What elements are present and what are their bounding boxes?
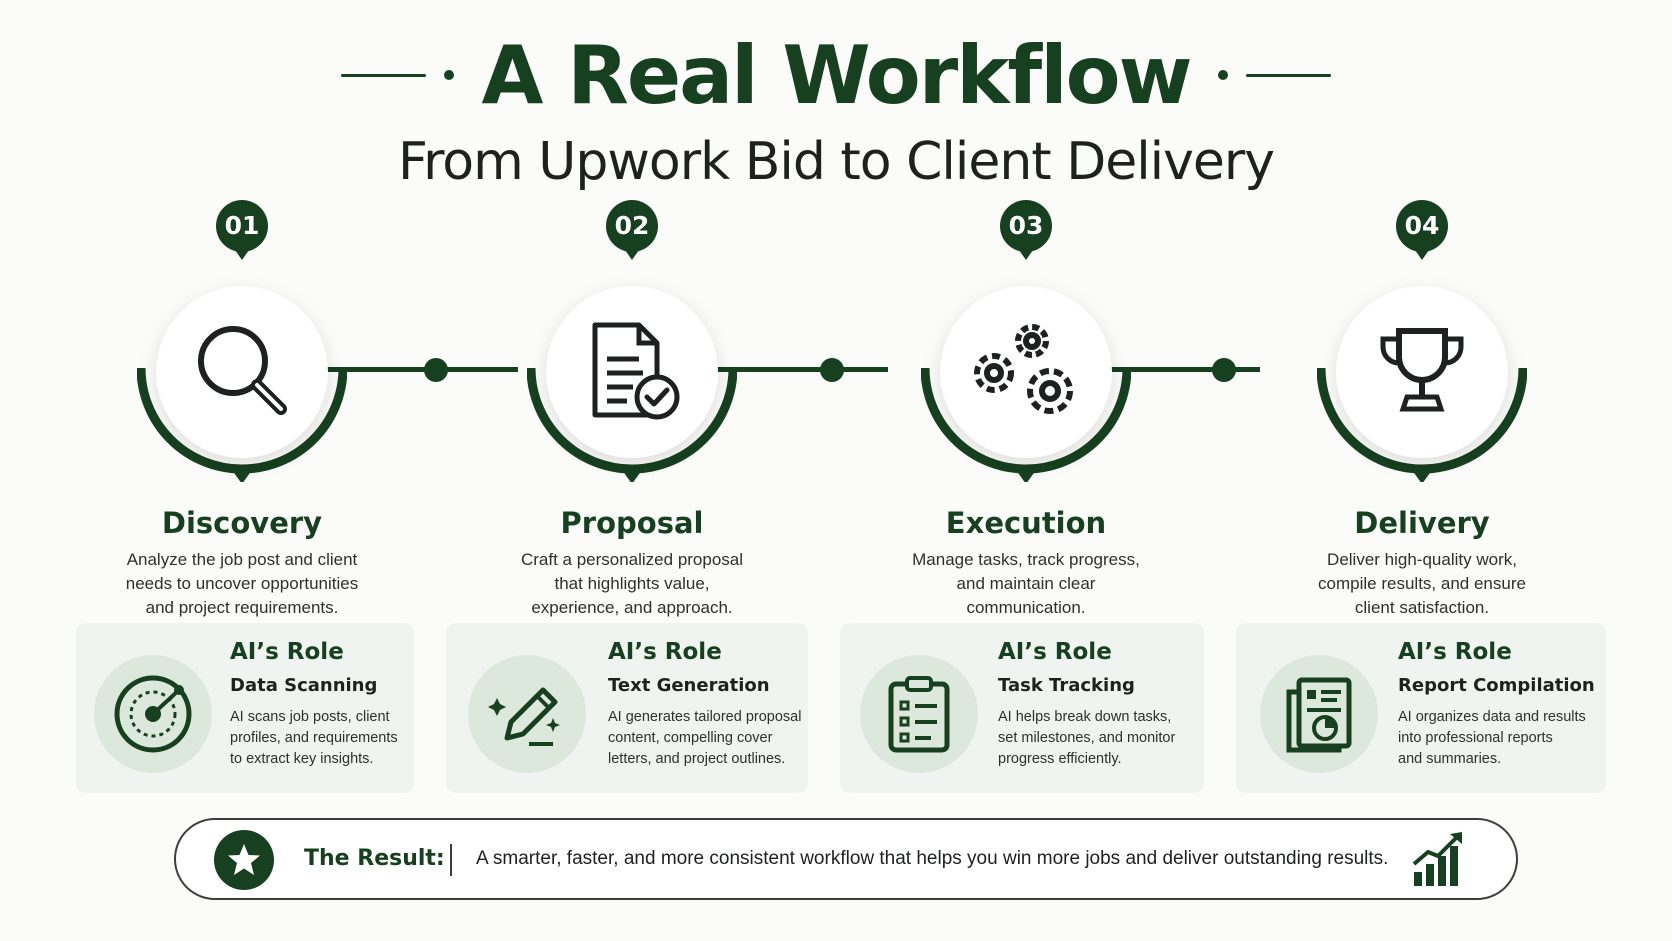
ai-role-card-data-scanning: AI’s Role Data Scanning AI scans job pos… bbox=[76, 623, 414, 793]
ai-role-card-text-generation: AI’s Role Text Generation AI generates t… bbox=[446, 623, 808, 793]
role-icon-circle bbox=[94, 655, 212, 773]
header: A Real Workflow From Upwork Bid to Clien… bbox=[0, 20, 1672, 192]
result-text: A smarter, faster, and more consistent w… bbox=[476, 848, 1389, 869]
step-number: 02 bbox=[606, 200, 658, 252]
step-description: Manage tasks, track progress, and mainta… bbox=[912, 550, 1140, 617]
step-execution: 03 Execution Manage tasks, track progres… bbox=[856, 200, 1196, 620]
gears-icon bbox=[974, 324, 1073, 414]
trophy-icon bbox=[1380, 328, 1464, 412]
workflow-diagram: 01 Discovery Analyze the job post and cl… bbox=[0, 200, 1672, 620]
connector-line bbox=[688, 367, 888, 372]
title-decoration-left bbox=[340, 70, 454, 80]
step-icon-circle bbox=[940, 286, 1112, 458]
connector-dot bbox=[424, 358, 448, 382]
title-decoration-right bbox=[1218, 70, 1332, 80]
growth-chart-icon bbox=[1412, 832, 1462, 886]
role-icon-circle bbox=[468, 655, 586, 773]
step-description: Craft a personalized proposal that highl… bbox=[520, 550, 744, 617]
radar-scan-icon bbox=[114, 675, 192, 753]
step-title: Execution bbox=[945, 506, 1107, 540]
ai-role-card-report-compilation: AI’s Role Report Compilation AI organize… bbox=[1236, 623, 1606, 793]
step-icon-circle bbox=[156, 286, 328, 458]
role-name: Report Compilation bbox=[1398, 675, 1595, 696]
role-description: AI scans job posts, client profiles, and… bbox=[230, 709, 398, 767]
ring-arc bbox=[1317, 367, 1527, 482]
step-description: Analyze the job post and client needs to… bbox=[125, 550, 359, 617]
document-check-icon bbox=[592, 322, 680, 420]
role-name: Text Generation bbox=[608, 675, 770, 696]
step-title: Discovery bbox=[161, 506, 323, 540]
connector-dot bbox=[820, 358, 844, 382]
clipboard-checklist-icon bbox=[888, 676, 950, 753]
role-heading: AI’s Role bbox=[998, 639, 1112, 665]
divider bbox=[450, 844, 452, 876]
step-description: Deliver high-quality work, compile resul… bbox=[1318, 550, 1526, 617]
step-number: 01 bbox=[216, 200, 268, 252]
ring-arc bbox=[527, 367, 737, 482]
step-number: 03 bbox=[1000, 200, 1052, 252]
role-description: AI organizes data and results into profe… bbox=[1398, 709, 1586, 767]
ring-arc bbox=[137, 367, 347, 482]
step-icon-circle bbox=[546, 286, 718, 458]
step-discovery: 01 Discovery Analyze the job post and cl… bbox=[72, 200, 412, 620]
ring-arc bbox=[921, 367, 1131, 482]
role-description: AI helps break down tasks, set milestone… bbox=[998, 709, 1176, 767]
step-delivery: 04 Delivery Deliver high-quality work, c… bbox=[1252, 200, 1592, 620]
role-heading: AI’s Role bbox=[230, 639, 344, 665]
report-chart-icon bbox=[1286, 677, 1352, 753]
role-heading: AI’s Role bbox=[608, 639, 722, 665]
step-title: Delivery bbox=[1354, 506, 1490, 540]
role-heading: AI’s Role bbox=[1398, 639, 1512, 665]
result-label: The Result: bbox=[304, 846, 445, 871]
step-title: Proposal bbox=[560, 506, 704, 540]
pencil-sparkle-icon bbox=[488, 687, 560, 746]
step-icon-circle bbox=[1336, 286, 1508, 458]
role-name: Data Scanning bbox=[230, 675, 378, 696]
ai-role-card-task-tracking: AI’s Role Task Tracking AI helps break d… bbox=[840, 623, 1204, 793]
connector-line bbox=[1060, 367, 1260, 372]
page-title: A Real Workflow bbox=[481, 28, 1193, 122]
step-number: 04 bbox=[1396, 200, 1448, 252]
connector-line bbox=[318, 367, 518, 372]
star-icon bbox=[214, 830, 274, 890]
connector-dot bbox=[1212, 358, 1236, 382]
page-subtitle: From Upwork Bid to Client Delivery bbox=[397, 132, 1275, 192]
role-icon-circle bbox=[1260, 655, 1378, 773]
step-proposal: 02 Proposal Craft a personalized proposa… bbox=[462, 200, 802, 620]
result-banner: The Result: A smarter, faster, and more … bbox=[174, 818, 1518, 900]
role-name: Task Tracking bbox=[998, 675, 1135, 696]
role-icon-circle bbox=[860, 655, 978, 773]
magnifier-icon bbox=[198, 326, 287, 415]
role-description: AI generates tailored proposal content, … bbox=[608, 709, 802, 767]
